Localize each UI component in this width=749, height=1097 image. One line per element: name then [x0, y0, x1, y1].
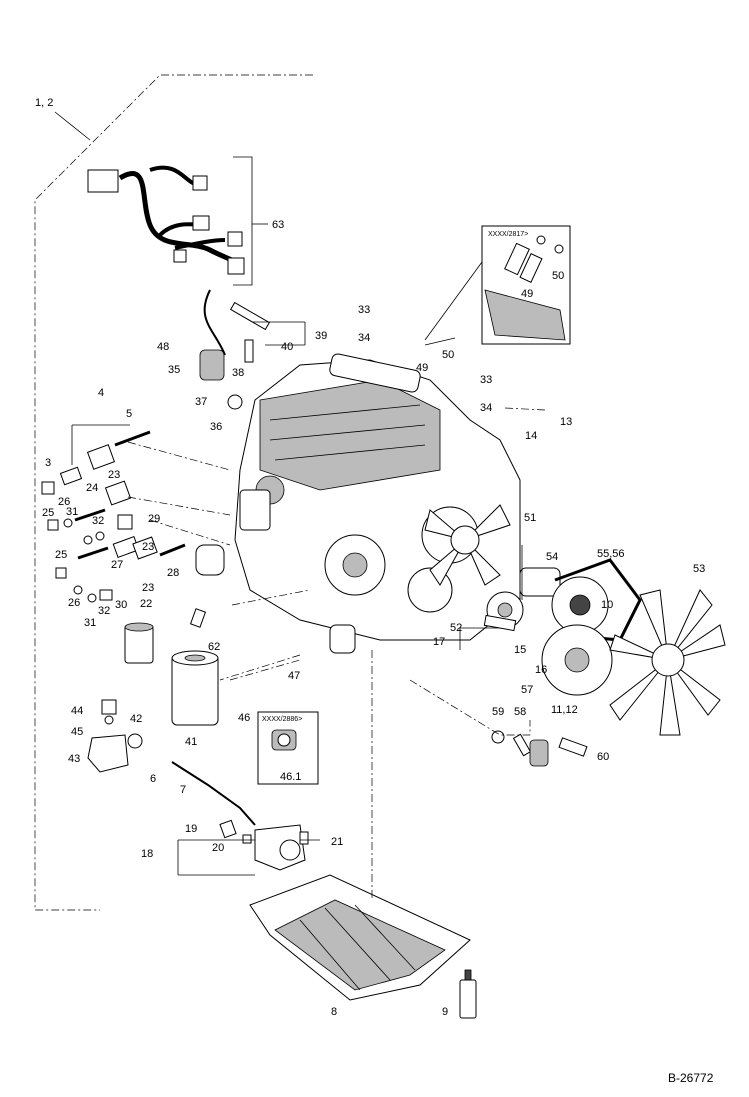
callout-55-56: 55,56	[597, 548, 625, 560]
callout-37: 37	[195, 396, 207, 408]
callout-57: 57	[521, 684, 533, 696]
callout-35: 35	[168, 364, 180, 376]
water-pump-18	[219, 819, 309, 871]
callout-11-12: 11,12	[551, 704, 578, 716]
callout-60: 60	[597, 751, 609, 763]
callout-32-b: 32	[98, 605, 110, 617]
callout-52: 52	[450, 622, 462, 634]
mid-inset-caption: XXXX/2886>	[262, 716, 302, 723]
leader-lines	[71, 337, 546, 900]
callout-6: 6	[150, 773, 156, 785]
callout-26-b: 26	[68, 597, 80, 609]
callout-38: 38	[232, 367, 244, 379]
dipstick	[171, 761, 256, 826]
callout-13: 13	[560, 416, 572, 428]
callout-48: 48	[157, 341, 169, 353]
sensor-57	[491, 730, 588, 767]
fan-small	[424, 504, 511, 586]
callout-5: 5	[126, 408, 132, 420]
callout-3: 3	[45, 457, 51, 469]
callout-9: 9	[442, 1006, 448, 1018]
callout-28: 28	[167, 567, 179, 579]
callout-4: 4	[98, 387, 104, 399]
callout-23-b: 23	[142, 541, 154, 553]
top-inset-caption: XXXX/2817>	[488, 231, 528, 238]
injector-group	[199, 289, 306, 410]
callout-42: 42	[130, 713, 142, 725]
callout-47: 47	[288, 670, 300, 682]
callout-30: 30	[115, 599, 127, 611]
callout-53: 53	[693, 563, 705, 575]
callout-26-a: 26	[58, 496, 70, 508]
callout-25-a: 25	[42, 507, 54, 519]
callout-46: 46	[238, 712, 250, 724]
callout-36: 36	[210, 421, 222, 433]
callout-20: 20	[212, 842, 224, 854]
callout-17: 17	[433, 636, 445, 648]
callout-25-b: 25	[55, 549, 67, 561]
top-inset: XXXX/2817>	[424, 225, 571, 345]
callout-34-top: 34	[358, 332, 370, 344]
wiring-harness	[87, 165, 245, 275]
callout-10: 10	[601, 599, 613, 611]
callout-32-a: 32	[92, 515, 104, 527]
callout-34: 34	[480, 402, 492, 414]
callout-46-1: 46.1	[280, 771, 301, 783]
callout-21: 21	[331, 836, 343, 848]
callout-22: 22	[140, 598, 152, 610]
callout-54: 54	[546, 551, 558, 563]
callout-33-top: 33	[358, 304, 370, 316]
reference-code: B-26772	[668, 1071, 714, 1085]
pump-43	[87, 699, 143, 773]
callout-23-a: 23	[108, 469, 120, 481]
callout-14: 14	[525, 430, 537, 442]
callout-49: 49	[416, 362, 428, 374]
callout-18: 18	[141, 848, 153, 860]
callout-23-c: 23	[142, 582, 154, 594]
callout-50: 50	[442, 349, 454, 361]
callout-31-b: 31	[84, 617, 96, 629]
callout-58: 58	[514, 706, 526, 718]
callout-16: 16	[535, 664, 547, 676]
mid-inset: XXXX/2886>	[257, 711, 319, 785]
fuel-filter-large	[171, 650, 219, 726]
callout-24: 24	[86, 482, 98, 494]
callout-31-a: 31	[66, 506, 78, 518]
sealant-tube	[459, 969, 477, 1019]
callout-49-inset: 49	[521, 288, 533, 300]
pulley-group	[483, 558, 642, 696]
callout-40: 40	[281, 341, 293, 353]
callout-labels: 1, 2 63 39 40 48 35 38 37 36 33 34 49 50…	[35, 97, 705, 1018]
callout-39: 39	[315, 330, 327, 342]
callout-7: 7	[180, 784, 186, 796]
callout-45: 45	[71, 726, 83, 738]
callout-27: 27	[111, 559, 123, 571]
harness-bracket	[34, 74, 313, 911]
callout-19: 19	[185, 823, 197, 835]
callout-63: 63	[272, 219, 284, 231]
left-parts	[41, 430, 231, 603]
engine-block	[234, 353, 521, 654]
callout-41: 41	[185, 736, 197, 748]
callout-59: 59	[492, 706, 504, 718]
callout-51: 51	[524, 512, 536, 524]
callout-15: 15	[514, 644, 526, 656]
callout-33: 33	[480, 374, 492, 386]
callout-50-inset: 50	[552, 270, 564, 282]
oil-pan	[249, 874, 471, 1001]
callout-43: 43	[68, 753, 80, 765]
callout-44: 44	[71, 705, 83, 717]
callout-1-2: 1, 2	[35, 97, 53, 109]
oil-filter-small	[124, 622, 154, 664]
sensor-62	[189, 608, 207, 628]
callout-62: 62	[208, 641, 220, 653]
callout-29: 29	[148, 513, 160, 525]
callout-8: 8	[331, 1006, 337, 1018]
fan-large	[609, 589, 726, 736]
